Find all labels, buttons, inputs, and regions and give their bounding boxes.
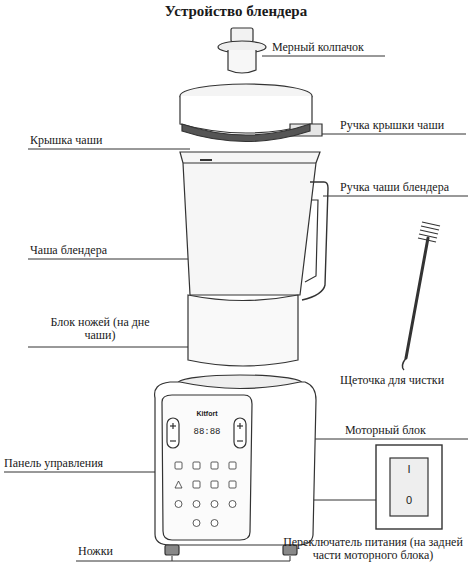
blender-drawing bbox=[155, 28, 442, 555]
switch-mark: I bbox=[399, 463, 419, 475]
leader-line bbox=[313, 500, 376, 501]
part-label: Переключатель питания (на задней части м… bbox=[276, 536, 470, 562]
leader-line bbox=[323, 196, 468, 197]
leader-line bbox=[262, 56, 385, 57]
part-label: Чаша блендера bbox=[30, 244, 150, 257]
part-label: Ручка крышки чаши bbox=[340, 119, 470, 132]
leader-line bbox=[76, 561, 290, 562]
leader-line bbox=[28, 149, 190, 150]
display-digits: 88:88 bbox=[186, 428, 228, 438]
leader-line bbox=[300, 134, 466, 135]
part-label: Щеточка для чистки bbox=[340, 374, 470, 387]
part-label: Крышка чаши bbox=[30, 134, 150, 147]
switch-mark: 0 bbox=[399, 494, 419, 506]
part-label: Панель управления bbox=[4, 457, 144, 470]
leader-line bbox=[28, 259, 200, 260]
part-label: Ножки bbox=[78, 545, 138, 558]
part-label: Блок ножей (на дне чаши) bbox=[40, 316, 160, 342]
diagram-title: Устройство блендера bbox=[0, 3, 472, 20]
part-label: Моторный блок bbox=[345, 424, 465, 437]
leader-line bbox=[28, 347, 192, 348]
leader-line bbox=[4, 472, 165, 473]
leader-line bbox=[308, 439, 468, 440]
brand-label: Kitfort bbox=[186, 410, 228, 418]
leader-line bbox=[172, 556, 173, 561]
part-label: Ручка чаши блендера bbox=[340, 181, 470, 194]
leader-line bbox=[290, 556, 291, 561]
part-label: Мерный колпачок bbox=[272, 41, 402, 54]
